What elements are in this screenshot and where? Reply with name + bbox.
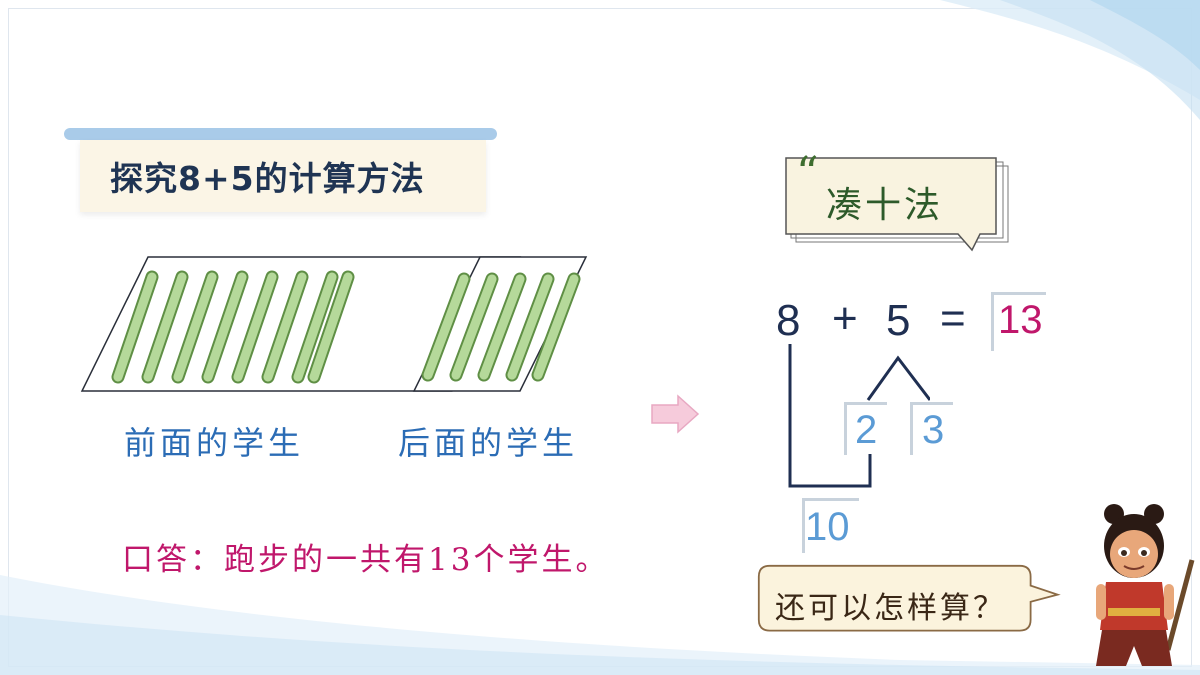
cartoon-character (1096, 504, 1195, 666)
decor-wave-top-right (940, 0, 1200, 120)
decomposition-lines (788, 344, 930, 488)
oral-answer: 口答：跑步的一共有13个学生。 (122, 542, 610, 578)
equation-addend-a: 8 (776, 296, 801, 345)
quote-mark: “ (796, 148, 819, 199)
split-left-box (844, 402, 887, 455)
result-box (991, 292, 1046, 351)
ten-box (802, 498, 859, 553)
method-name: 凑十法 (826, 185, 944, 226)
ten-value: 10 (805, 505, 850, 549)
method-bubble (785, 157, 1009, 252)
title-accent-bar (64, 128, 497, 140)
right-arrow-icon (651, 394, 700, 434)
split-left-value: 2 (855, 408, 878, 452)
equation-plus: + (832, 294, 858, 343)
back-sticks (421, 272, 581, 382)
equation-addend-b: 5 (886, 296, 911, 345)
front-students-label: 前面的学生 (124, 424, 305, 462)
equation-result: 13 (998, 298, 1043, 342)
question-text: 还可以怎样算？ (775, 591, 1006, 626)
split-right-box (910, 402, 953, 455)
sticks-illustration (80, 256, 588, 392)
split-right-value: 3 (922, 408, 945, 452)
page-title: 探究8+5的计算方法 (110, 159, 425, 198)
title-panel (80, 140, 486, 212)
back-students-label: 后面的学生 (398, 424, 579, 462)
question-bubble (757, 564, 1061, 632)
equation-equals: = (940, 294, 966, 343)
front-sticks (111, 270, 355, 384)
slide-frame (8, 8, 1192, 667)
decor-wave-bottom-left (0, 575, 1200, 675)
